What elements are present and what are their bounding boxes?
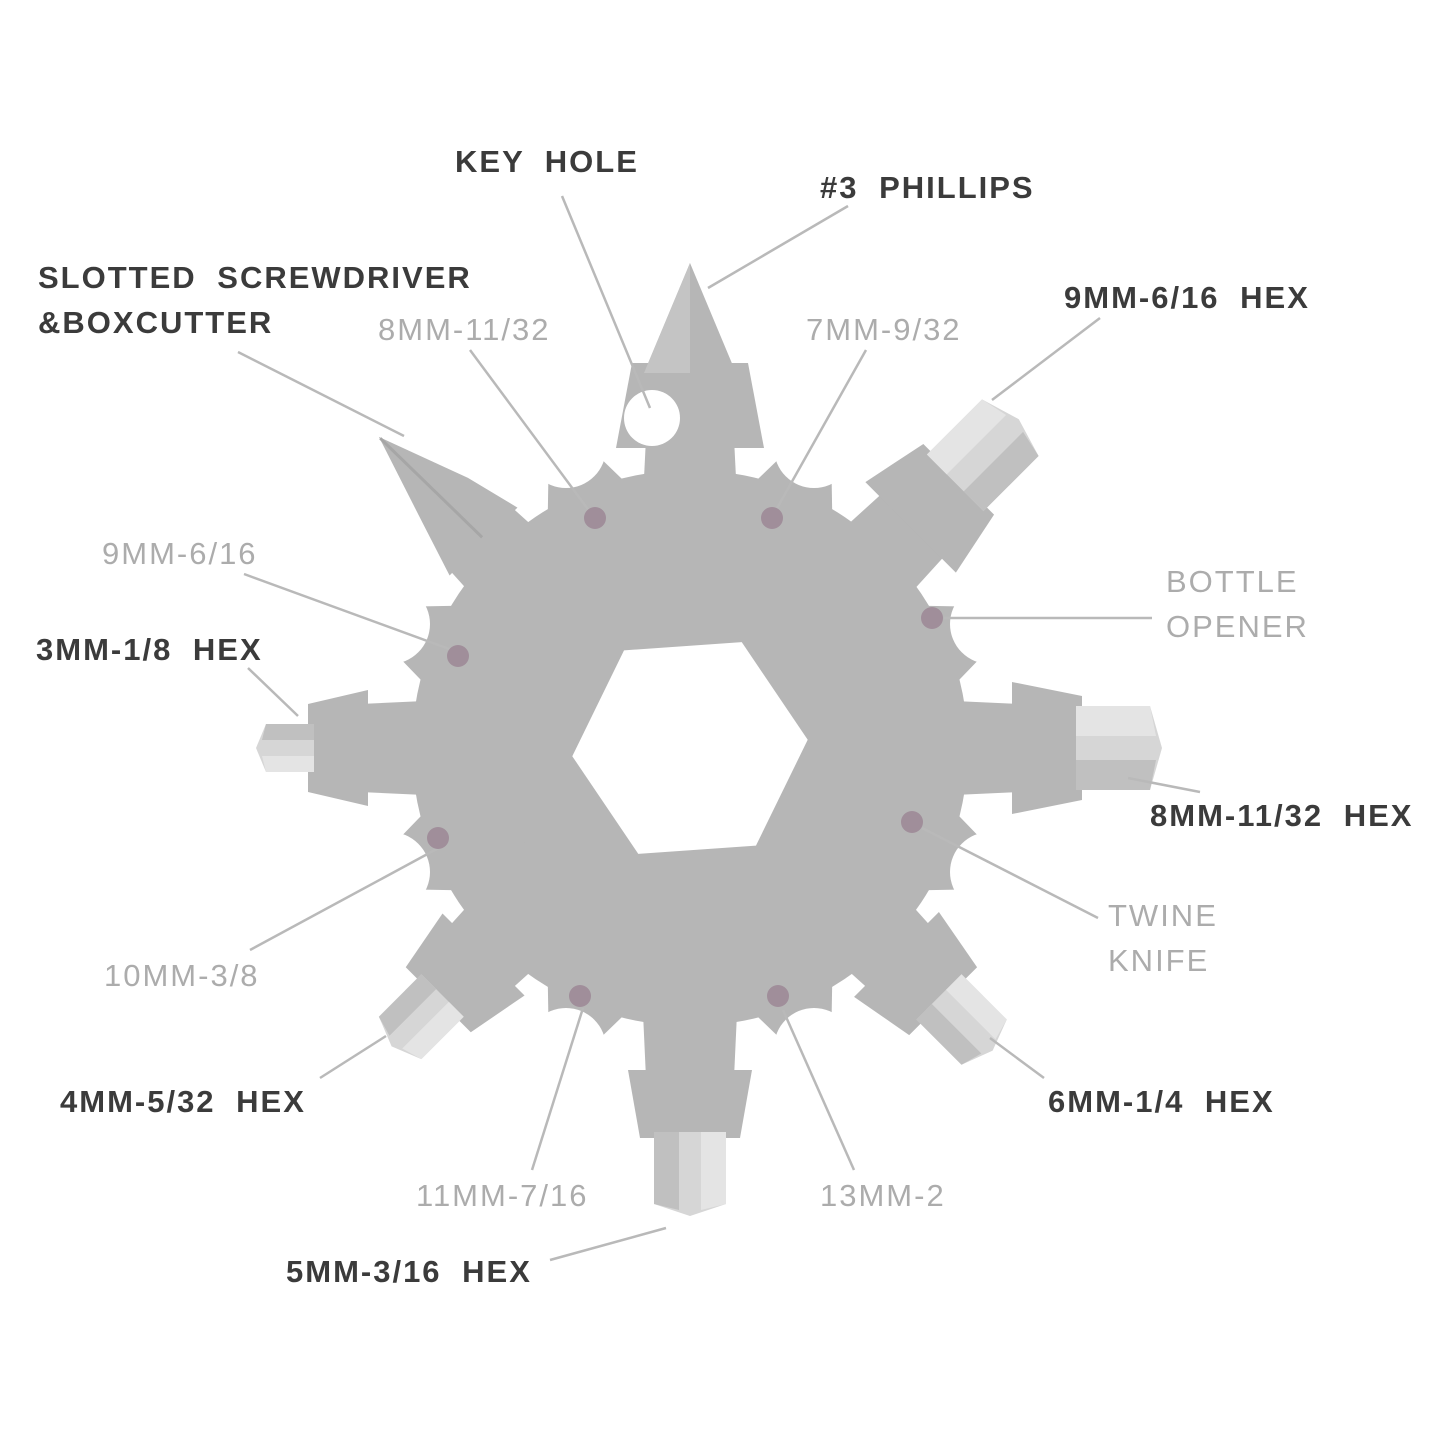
leader-wrench-7mm — [774, 349, 868, 511]
label-hex-6mm: 6MM-1/4 HEX — [1048, 1084, 1275, 1119]
label-bottle-opener: BOTTLE OPENER — [1166, 564, 1309, 644]
leader-hex-3mm — [247, 667, 299, 717]
snowflake-body — [256, 263, 1162, 1216]
leader-wrench-11mm — [530, 1007, 585, 1171]
leader-hex-8mm — [1127, 776, 1201, 794]
dot-wrench-10mm — [427, 827, 449, 849]
leader-hex-6mm — [989, 1036, 1045, 1080]
center-hex-hole — [572, 642, 808, 854]
label-key-hole: KEY HOLE — [455, 144, 639, 179]
marker-dots — [427, 507, 943, 1007]
label-wrench-11mm: 11MM-7/16 — [416, 1178, 589, 1213]
label-hex-9mm: 9MM-6/16 HEX — [1064, 280, 1310, 315]
leader-twine-knife — [921, 826, 1099, 920]
dot-wrench-9mm — [447, 645, 469, 667]
leader-wrench-10mm — [249, 842, 447, 952]
dot-bottle-opener — [921, 607, 943, 629]
label-phillips: #3 PHILLIPS — [820, 170, 1035, 205]
label-hex-4mm: 4MM-5/32 HEX — [60, 1084, 306, 1119]
dot-twine-knife — [901, 811, 923, 833]
label-wrench-9mm: 9MM-6/16 — [102, 536, 258, 571]
dot-wrench-11mm — [569, 985, 591, 1007]
leader-wrench-9mm — [243, 572, 453, 652]
label-hex-3mm: 3MM-1/8 HEX — [36, 632, 263, 667]
label-hex-5mm: 5MM-3/16 HEX — [286, 1254, 532, 1289]
leader-slotted-boxcutter — [237, 350, 405, 438]
leader-key-hole — [560, 195, 652, 409]
label-slotted-boxcutter: SLOTTED SCREWDRIVER &BOXCUTTER — [38, 260, 472, 340]
leader-phillips — [707, 204, 849, 290]
label-wrench-7mm: 7MM-9/32 — [806, 312, 962, 347]
dot-wrench-8mm — [584, 507, 606, 529]
key-hole-icon — [624, 390, 680, 446]
label-twine-knife: TWINE KNIFE — [1108, 898, 1218, 978]
leader-wrench-13mm — [781, 1009, 856, 1171]
leader-lines — [237, 195, 1201, 1262]
leader-hex-4mm — [319, 1034, 387, 1080]
dot-wrench-7mm — [761, 507, 783, 529]
leader-hex-9mm — [991, 317, 1101, 401]
leader-wrench-8mm — [468, 349, 592, 513]
label-wrench-10mm: 10MM-3/8 — [104, 958, 260, 993]
leader-hex-5mm — [549, 1226, 667, 1262]
dot-wrench-13mm — [767, 985, 789, 1007]
label-wrench-13mm: 13MM-2 — [820, 1178, 946, 1213]
label-wrench-8mm: 8MM-11/32 — [378, 312, 551, 347]
label-hex-8mm: 8MM-11/32 HEX — [1150, 798, 1414, 833]
